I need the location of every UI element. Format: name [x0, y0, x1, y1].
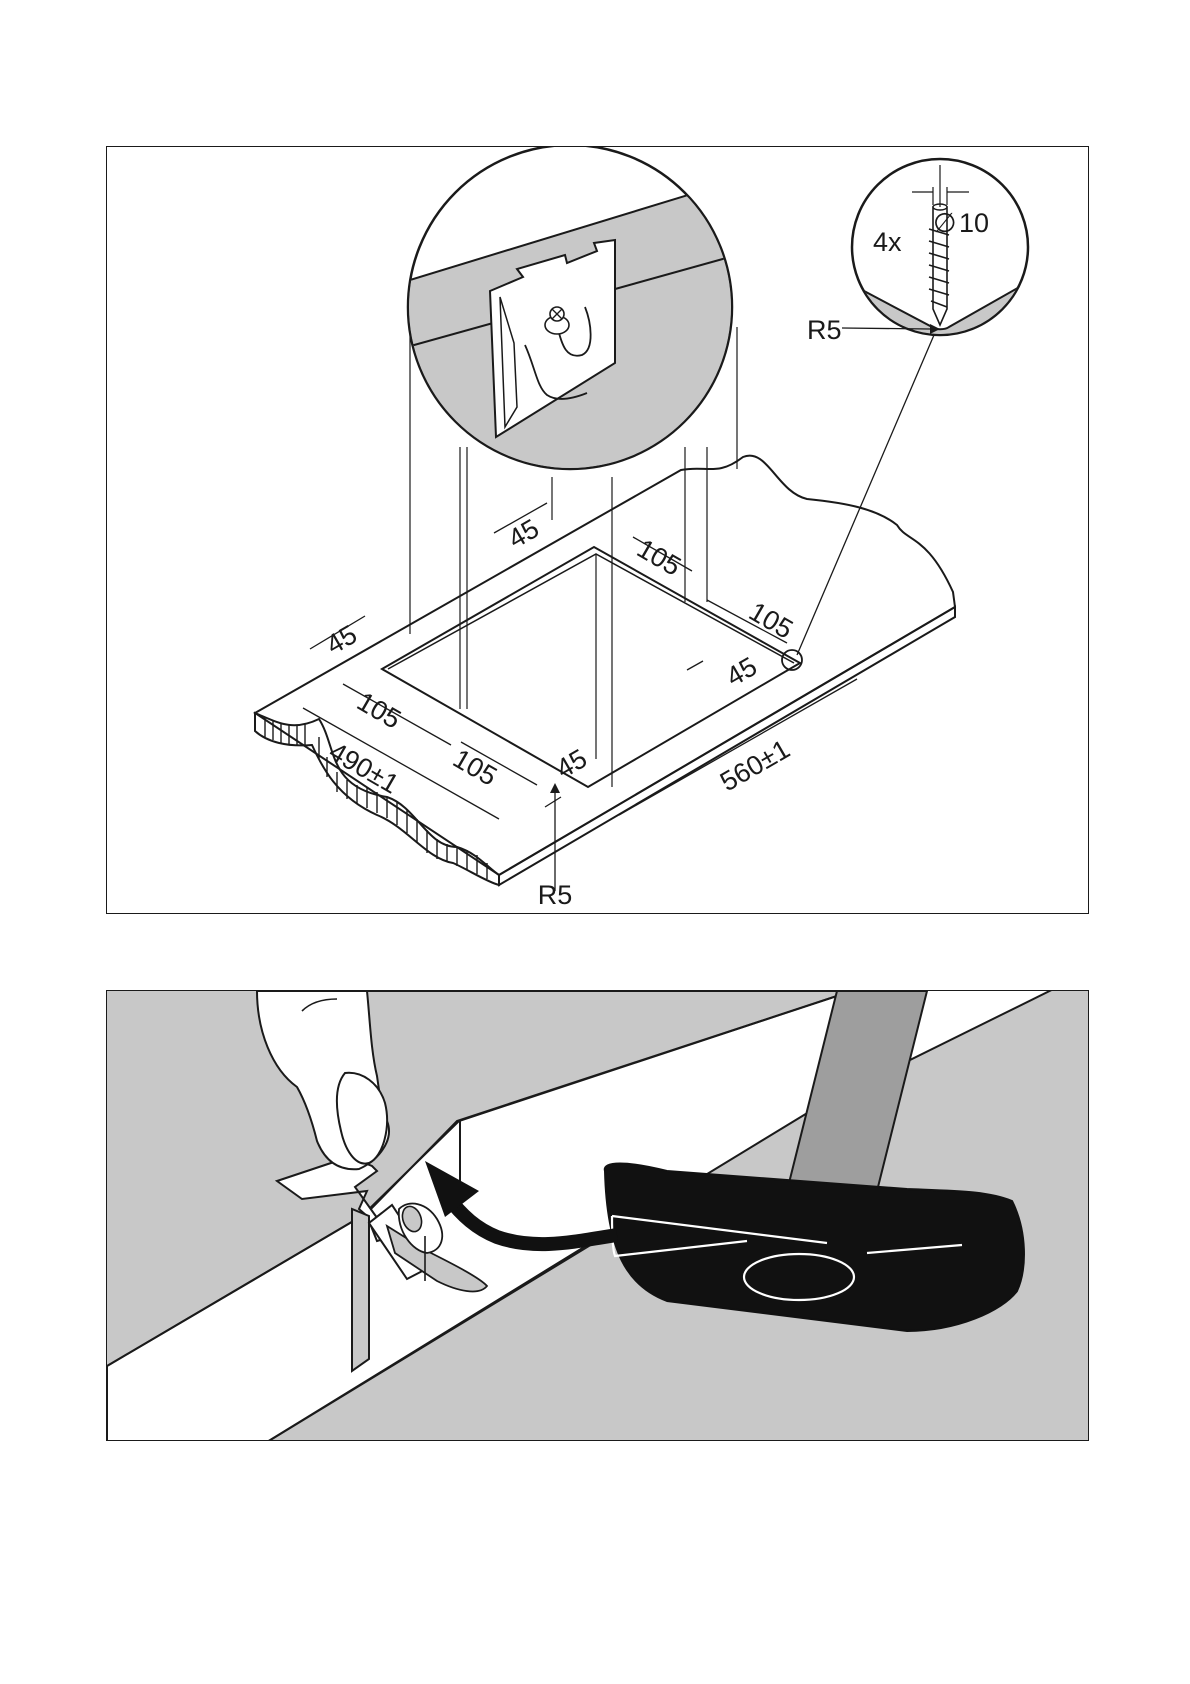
- dim-corner-radius: R5: [538, 880, 573, 910]
- dim-right-margin: 45: [721, 651, 762, 692]
- leader-line: [797, 335, 934, 655]
- bracket-detail-callout: [387, 147, 747, 492]
- installation-svg: [107, 991, 1089, 1441]
- cutout-dimension-svg: ∅ 10 4x R5 45 45 105 105 45 105 105 490±…: [107, 147, 1089, 914]
- dim-back-margin: 45: [503, 513, 544, 554]
- screw-diameter-label: 10: [959, 208, 989, 238]
- dim-front-margin: 45: [551, 743, 592, 784]
- dim-width-overall: 560±1: [715, 734, 795, 797]
- screw-diameter-symbol: ∅: [933, 208, 957, 238]
- screw-radius-label: R5: [807, 315, 842, 345]
- cutout-dimension-figure: ∅ 10 4x R5 45 45 105 105 45 105 105 490±…: [106, 146, 1089, 914]
- dim-left-front-2: 105: [448, 743, 502, 792]
- radius-arrow-icon: [550, 783, 560, 793]
- dim-left-margin: 45: [321, 619, 362, 660]
- screw-detail-callout: [842, 159, 1037, 347]
- bracket-installation-figure: [106, 990, 1089, 1441]
- screw-quantity-label: 4x: [873, 227, 902, 257]
- countertop: [255, 456, 955, 885]
- dim-right-back-2: 105: [744, 596, 798, 645]
